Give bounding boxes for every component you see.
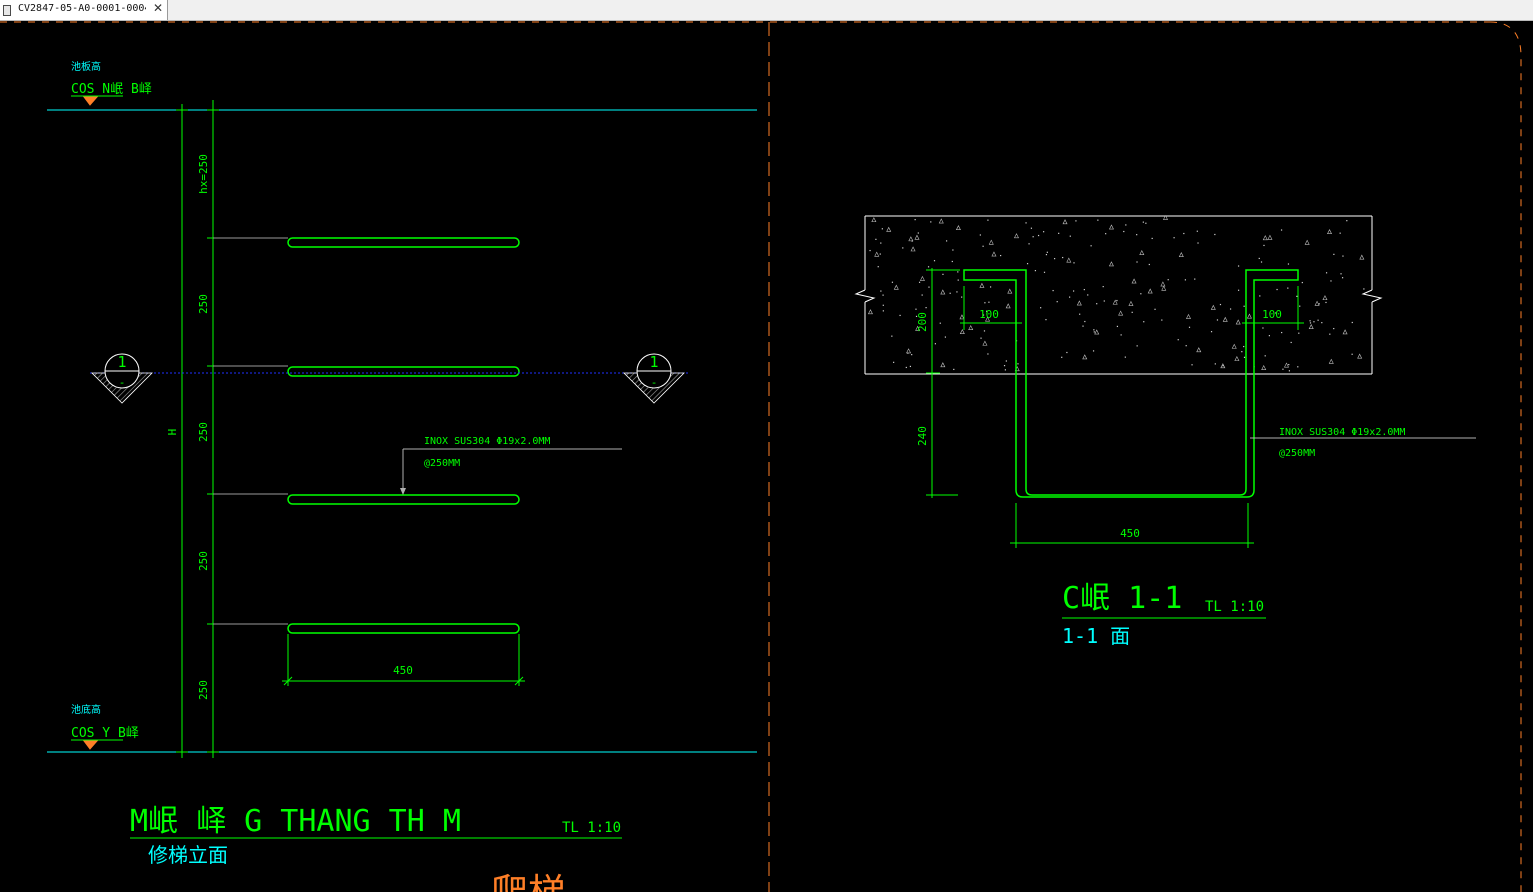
section-mark-left-sub: - (119, 376, 126, 389)
right-view-title: C岷 1-1 (1062, 581, 1182, 616)
top-level-triangle (83, 96, 99, 106)
document-tab-title: CV2847-05-A0-0001-0004 (18, 3, 146, 14)
right-view-scale: TL 1:10 (1205, 599, 1264, 615)
concrete-speckles (867, 214, 1365, 372)
material-note-left: INOX SUS304 Φ19x2.0MM @250MM (400, 436, 622, 495)
bottom-level-triangle (83, 740, 99, 750)
concrete-slab (854, 214, 1383, 375)
dim-spacing-3: 250 (197, 551, 210, 571)
note-right-line1: INOX SUS304 Φ19x2.0MM (1279, 427, 1405, 438)
rung-2 (287, 366, 520, 377)
dim-200: 200 (916, 312, 929, 332)
section-mark-right-sub: - (651, 376, 658, 389)
dim-spacing-2: 250 (197, 422, 210, 442)
dim-240: 240 (916, 426, 929, 446)
drawing-file-icon (3, 5, 11, 16)
top-level-code: COS N岷 B峄 (71, 82, 152, 97)
sheet-border (0, 21, 1522, 892)
dim-rung-width: 450 (393, 664, 413, 677)
dim-100-right: 100 (1262, 308, 1282, 321)
rung-1 (287, 237, 520, 248)
dim-450: 450 (1120, 527, 1140, 540)
left-view-title: M岷 峄 G THANG TH M (130, 804, 461, 839)
dim-100-left: 100 (979, 308, 999, 321)
bottom-level-name: 池底高 (71, 703, 101, 716)
document-tab-bar: CV2847-05-A0-0001-0004 ✕ (0, 0, 1533, 21)
dim-height: H (166, 429, 179, 436)
material-note-right: INOX SUS304 Φ19x2.0MM @250MM (1250, 427, 1476, 459)
note-left-line2: @250MM (424, 458, 460, 469)
rung-4 (287, 623, 520, 634)
left-view-scale: TL 1:10 (562, 820, 621, 836)
left-view-subtitle: 修梯立面 (148, 843, 228, 867)
rung-width-dimension (282, 634, 525, 686)
partial-orange-title: 爬梯 (490, 871, 566, 892)
section-mark-left-number: 1 (117, 353, 126, 371)
rung-3 (287, 494, 520, 505)
right-view-subtitle: 1-1 面 (1062, 624, 1130, 648)
top-level-name: 池板高 (71, 60, 101, 73)
section-1-1-view: 100 100 200 240 450 INOX SUS304 Φ19x2.0M… (854, 214, 1476, 648)
dim-spacing-4: 250 (197, 680, 210, 700)
section-dimensions (926, 268, 1304, 548)
section-mark-right: 1 - (623, 353, 685, 404)
dim-spacing-1: 250 (197, 294, 210, 314)
section-mark-right-number: 1 (649, 353, 658, 371)
u-rung-section (963, 269, 1299, 498)
close-tab-icon[interactable]: ✕ (153, 1, 164, 15)
ladder-elevation-view: 池板高 COS N岷 B峄 池底高 COS Y B峄 hx=250 250 25… (47, 60, 757, 892)
dim-hx: hx=250 (197, 154, 210, 194)
section-mark-left: 1 - (91, 353, 153, 404)
drawing-canvas[interactable]: 池板高 COS N岷 B峄 池底高 COS Y B峄 hx=250 250 25… (0, 21, 1533, 892)
ladder-rungs (213, 237, 520, 634)
document-tab[interactable]: CV2847-05-A0-0001-0004 ✕ (0, 0, 168, 20)
note-left-line1: INOX SUS304 Φ19x2.0MM (424, 436, 550, 447)
note-right-line2: @250MM (1279, 448, 1315, 459)
bottom-level-code: COS Y B峄 (71, 726, 139, 741)
